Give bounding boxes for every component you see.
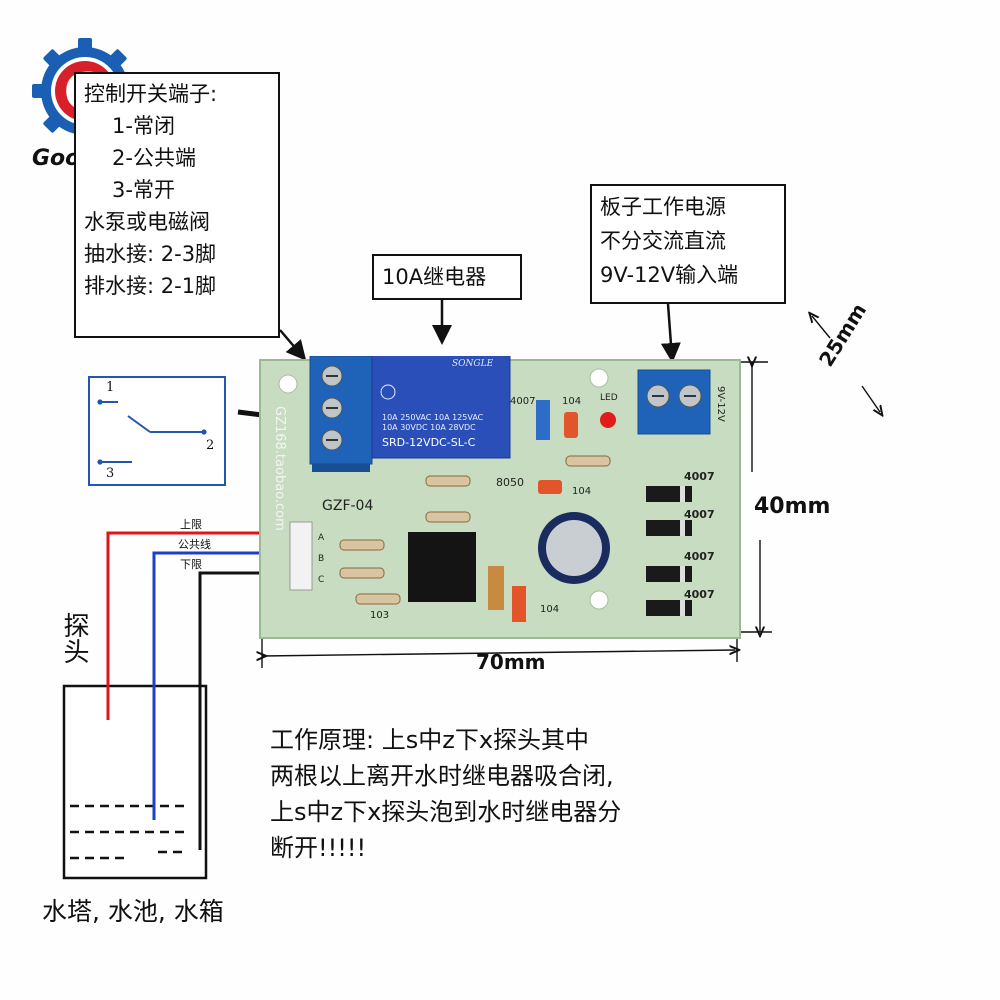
power-callout-line: 9V-12V输入端	[600, 263, 739, 287]
diode-label: 4007	[684, 550, 715, 563]
power-callout: 板子工作电源 不分交流直流 9V-12V输入端	[590, 184, 786, 304]
common-line-label: 公共线	[178, 538, 211, 551]
diode-row	[646, 486, 692, 616]
relay-callout: 10A继电器	[372, 254, 522, 300]
terminal-callout-line: 水泵或电磁阀	[84, 210, 210, 234]
board-model: GZF-04	[322, 498, 373, 514]
terminal-callout: 控制开关端子: 1-常闭 2-公共端 3-常开 水泵或电磁阀 抽水接: 2-3脚…	[74, 72, 280, 338]
power-terminal-block	[637, 369, 711, 435]
principle-line: 工作原理: 上s中z下x探头其中	[270, 726, 590, 754]
power-silk-label: 9V-12V	[715, 386, 726, 422]
svg-text:C: C	[318, 575, 324, 585]
principle-line: 断开!!!!!	[270, 834, 367, 862]
pcb-board: SONGLE 10A 250VAC 10A 125VAC 10A 30VDC 1…	[259, 356, 741, 639]
terminal-callout-line: 抽水接: 2-3脚	[84, 242, 217, 266]
ic-chip	[408, 532, 476, 602]
relay-model: SRD-12VDC-SL-C	[382, 436, 476, 449]
width-label: 70mm	[476, 650, 546, 674]
probe-connector	[289, 521, 313, 591]
terminal-callout-line: 3-常开	[112, 178, 175, 202]
svg-text:104: 104	[540, 604, 559, 615]
svg-text:4007: 4007	[510, 396, 535, 407]
led	[600, 412, 616, 428]
lower-limit-label: 下限	[180, 558, 202, 571]
switch-pin-1: 1	[106, 380, 115, 395]
relay: SONGLE 10A 250VAC 10A 125VAC 10A 30VDC 1…	[371, 356, 511, 459]
relay-spec-1: 10A 250VAC 10A 125VAC	[382, 413, 484, 422]
pot-label: 103	[370, 610, 389, 621]
terminal-callout-line: 排水接: 2-1脚	[84, 274, 217, 298]
relay-brand: SONGLE	[452, 359, 494, 369]
terminal-callout-line: 2-公共端	[112, 146, 196, 170]
diode-label: 4007	[684, 588, 715, 601]
shop-silk: GZ168.taobao.com	[272, 406, 287, 531]
svg-text:104: 104	[562, 396, 581, 407]
terminal-callout-line: 1-常闭	[112, 114, 175, 138]
height-label: 40mm	[754, 494, 831, 519]
svg-text:8050: 8050	[496, 476, 524, 489]
water-tank	[62, 684, 208, 880]
upper-probe-wire	[106, 531, 290, 720]
principle-line: 两根以上离开水时继电器吸合闭,	[270, 762, 614, 790]
common-probe-wire	[152, 551, 290, 820]
probe-title: 探头	[59, 612, 89, 664]
svg-text:B: B	[318, 554, 324, 564]
power-callout-line: 不分交流直流	[600, 229, 726, 253]
upper-limit-label: 上限	[180, 518, 202, 531]
diode-label: 4007	[684, 470, 715, 483]
terminal-block-3pin	[309, 356, 373, 472]
svg-text:LED: LED	[600, 393, 618, 403]
working-principle: 工作原理: 上s中z下x探头其中 两根以上离开水时继电器吸合闭, 上s中z下x探…	[270, 722, 830, 866]
switch-pin-2: 2	[206, 438, 215, 453]
tank-caption: 水塔, 水池, 水箱	[42, 897, 224, 926]
power-callout-line: 板子工作电源	[600, 195, 726, 219]
svg-text:A: A	[318, 533, 325, 543]
diode-label: 4007	[684, 508, 715, 521]
relay-callout-text: 10A继电器	[382, 265, 487, 289]
principle-line: 上s中z下x探头泡到水时继电器分	[270, 798, 622, 826]
terminal-callout-line: 控制开关端子:	[84, 82, 218, 106]
switch-pin-3: 3	[106, 466, 115, 481]
svg-text:104: 104	[572, 486, 591, 497]
switch-diagram: 1 2 3	[88, 376, 226, 486]
relay-spec-2: 10A 30VDC 10A 28VDC	[382, 423, 476, 432]
